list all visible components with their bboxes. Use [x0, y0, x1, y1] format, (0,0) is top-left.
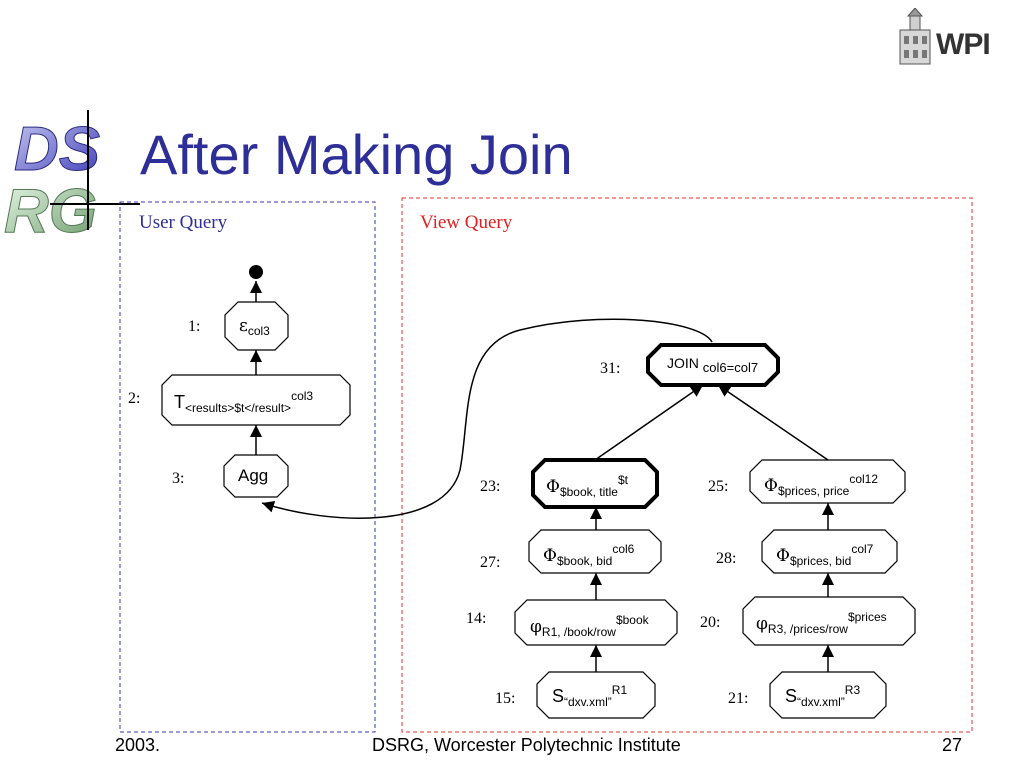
phi-symbol: Φ	[543, 546, 557, 566]
join-symbol: JOIN	[667, 355, 703, 371]
node-21-label: S“dxv.xml”R3	[785, 684, 860, 708]
user-query-panel	[119, 201, 376, 733]
phi-small-symbol: φ	[756, 614, 768, 634]
step-label: 21:	[728, 690, 749, 707]
node-2-label: T<results>$t</result>col3	[174, 390, 313, 414]
phi-symbol: Φ	[776, 546, 790, 566]
node-14-shape	[514, 599, 678, 646]
phi-symbol: Φ	[546, 477, 560, 497]
node-2-shape	[161, 374, 351, 426]
node-21-shape	[769, 671, 887, 719]
view-query-label: View Query	[420, 212, 513, 233]
step-label: 31:	[600, 360, 621, 377]
node-25-sub: $prices, price	[777, 484, 850, 498]
node-31-sub: col6=col7	[702, 360, 759, 375]
node-15-sup: R1	[611, 683, 628, 697]
step-label: 25:	[708, 478, 729, 495]
svg-text:DS: DS	[14, 115, 100, 184]
edge-23-31	[594, 384, 704, 461]
node-1-label: εcol3	[239, 316, 270, 338]
node-1-shape	[224, 301, 289, 351]
node-25-sup: col12	[849, 472, 878, 486]
step-label: 20:	[700, 614, 721, 631]
view-query-panel	[401, 197, 973, 733]
step-label: 2:	[128, 390, 141, 407]
phi-small-symbol: φ	[530, 617, 542, 637]
slide-title: After Making Join	[140, 123, 573, 186]
slide-number: 27	[942, 735, 963, 755]
node-27-sub: $book, bid	[556, 554, 613, 568]
node-3-shape	[223, 454, 289, 498]
wpi-building-icon	[899, 7, 931, 65]
node-28-label: Φ$prices, bidcol7	[776, 543, 873, 567]
node-3-label: Agg	[238, 466, 269, 485]
node-23-sup: $t	[617, 473, 628, 487]
node-14-label: φR1, /book/row$book	[530, 614, 649, 638]
node-25-shape	[749, 459, 906, 504]
node-28-sub: $prices, bid	[789, 554, 852, 568]
step-label: 14:	[466, 610, 487, 627]
node-20-shape	[742, 596, 916, 646]
step-label: 23:	[480, 478, 501, 495]
node-23-shape	[531, 458, 659, 509]
node-15-shape	[536, 671, 656, 719]
edge-25-31	[717, 384, 829, 461]
phi-symbol: Φ	[764, 476, 778, 496]
node-21-sup: R3	[844, 683, 861, 697]
footer-org: DSRG, Worcester Polytechnic Institute	[372, 735, 681, 755]
tagger-symbol: T	[174, 392, 185, 412]
scan-symbol: S	[785, 686, 798, 706]
svg-text:RG: RG	[4, 177, 97, 240]
node-31-shape	[646, 343, 780, 387]
node-21-sub: “dxv.xml”	[797, 695, 845, 709]
node-27-shape	[528, 529, 662, 574]
step-label: 1:	[188, 318, 201, 335]
step-label: 3:	[172, 470, 185, 487]
node-27-sup: col6	[612, 542, 635, 556]
node-1-sub: col3	[247, 324, 270, 338]
node-2-sup: col3	[291, 389, 314, 403]
step-label: 28:	[716, 550, 737, 567]
node-23-label: Φ$book, title$t	[546, 474, 628, 498]
footer-date: 2003.	[115, 735, 161, 755]
node-31-label: JOIN col6=col7	[667, 356, 758, 374]
node-14-sup: $book	[615, 613, 649, 627]
user-query-label: User Query	[139, 212, 228, 233]
node-28-shape	[761, 529, 898, 574]
node-28-sup: col7	[851, 542, 874, 556]
wpi-logo-text: WPI	[936, 28, 991, 61]
wpi-logo	[894, 7, 1006, 68]
node-20-label: φR3, /prices/row$prices	[756, 611, 887, 635]
dsrg-logo: DS RG	[0, 100, 140, 247]
dsrg-logo-graphic: DS RG	[4, 110, 140, 247]
step-label: 15:	[495, 690, 516, 707]
node-2-sub: <results>$t</result>	[185, 401, 292, 415]
node-14-sub: R1, /book/row	[541, 625, 616, 639]
step-label: 27:	[480, 554, 501, 571]
node-20-sup: $prices	[847, 610, 887, 624]
join-to-agg-link	[261, 318, 713, 519]
node-20-sub: R3, /prices/row	[767, 622, 848, 636]
node-15-sub: “dxv.xml”	[564, 695, 612, 709]
epsilon-symbol: ε	[239, 316, 248, 336]
node-23-sub: $book, title	[559, 485, 618, 499]
root-dot	[249, 265, 263, 279]
node-27-label: Φ$book, bidcol6	[543, 543, 634, 567]
scan-symbol: S	[552, 686, 565, 706]
node-25-label: Φ$prices, pricecol12	[764, 473, 878, 497]
node-15-label: S“dxv.xml”R1	[552, 684, 627, 708]
